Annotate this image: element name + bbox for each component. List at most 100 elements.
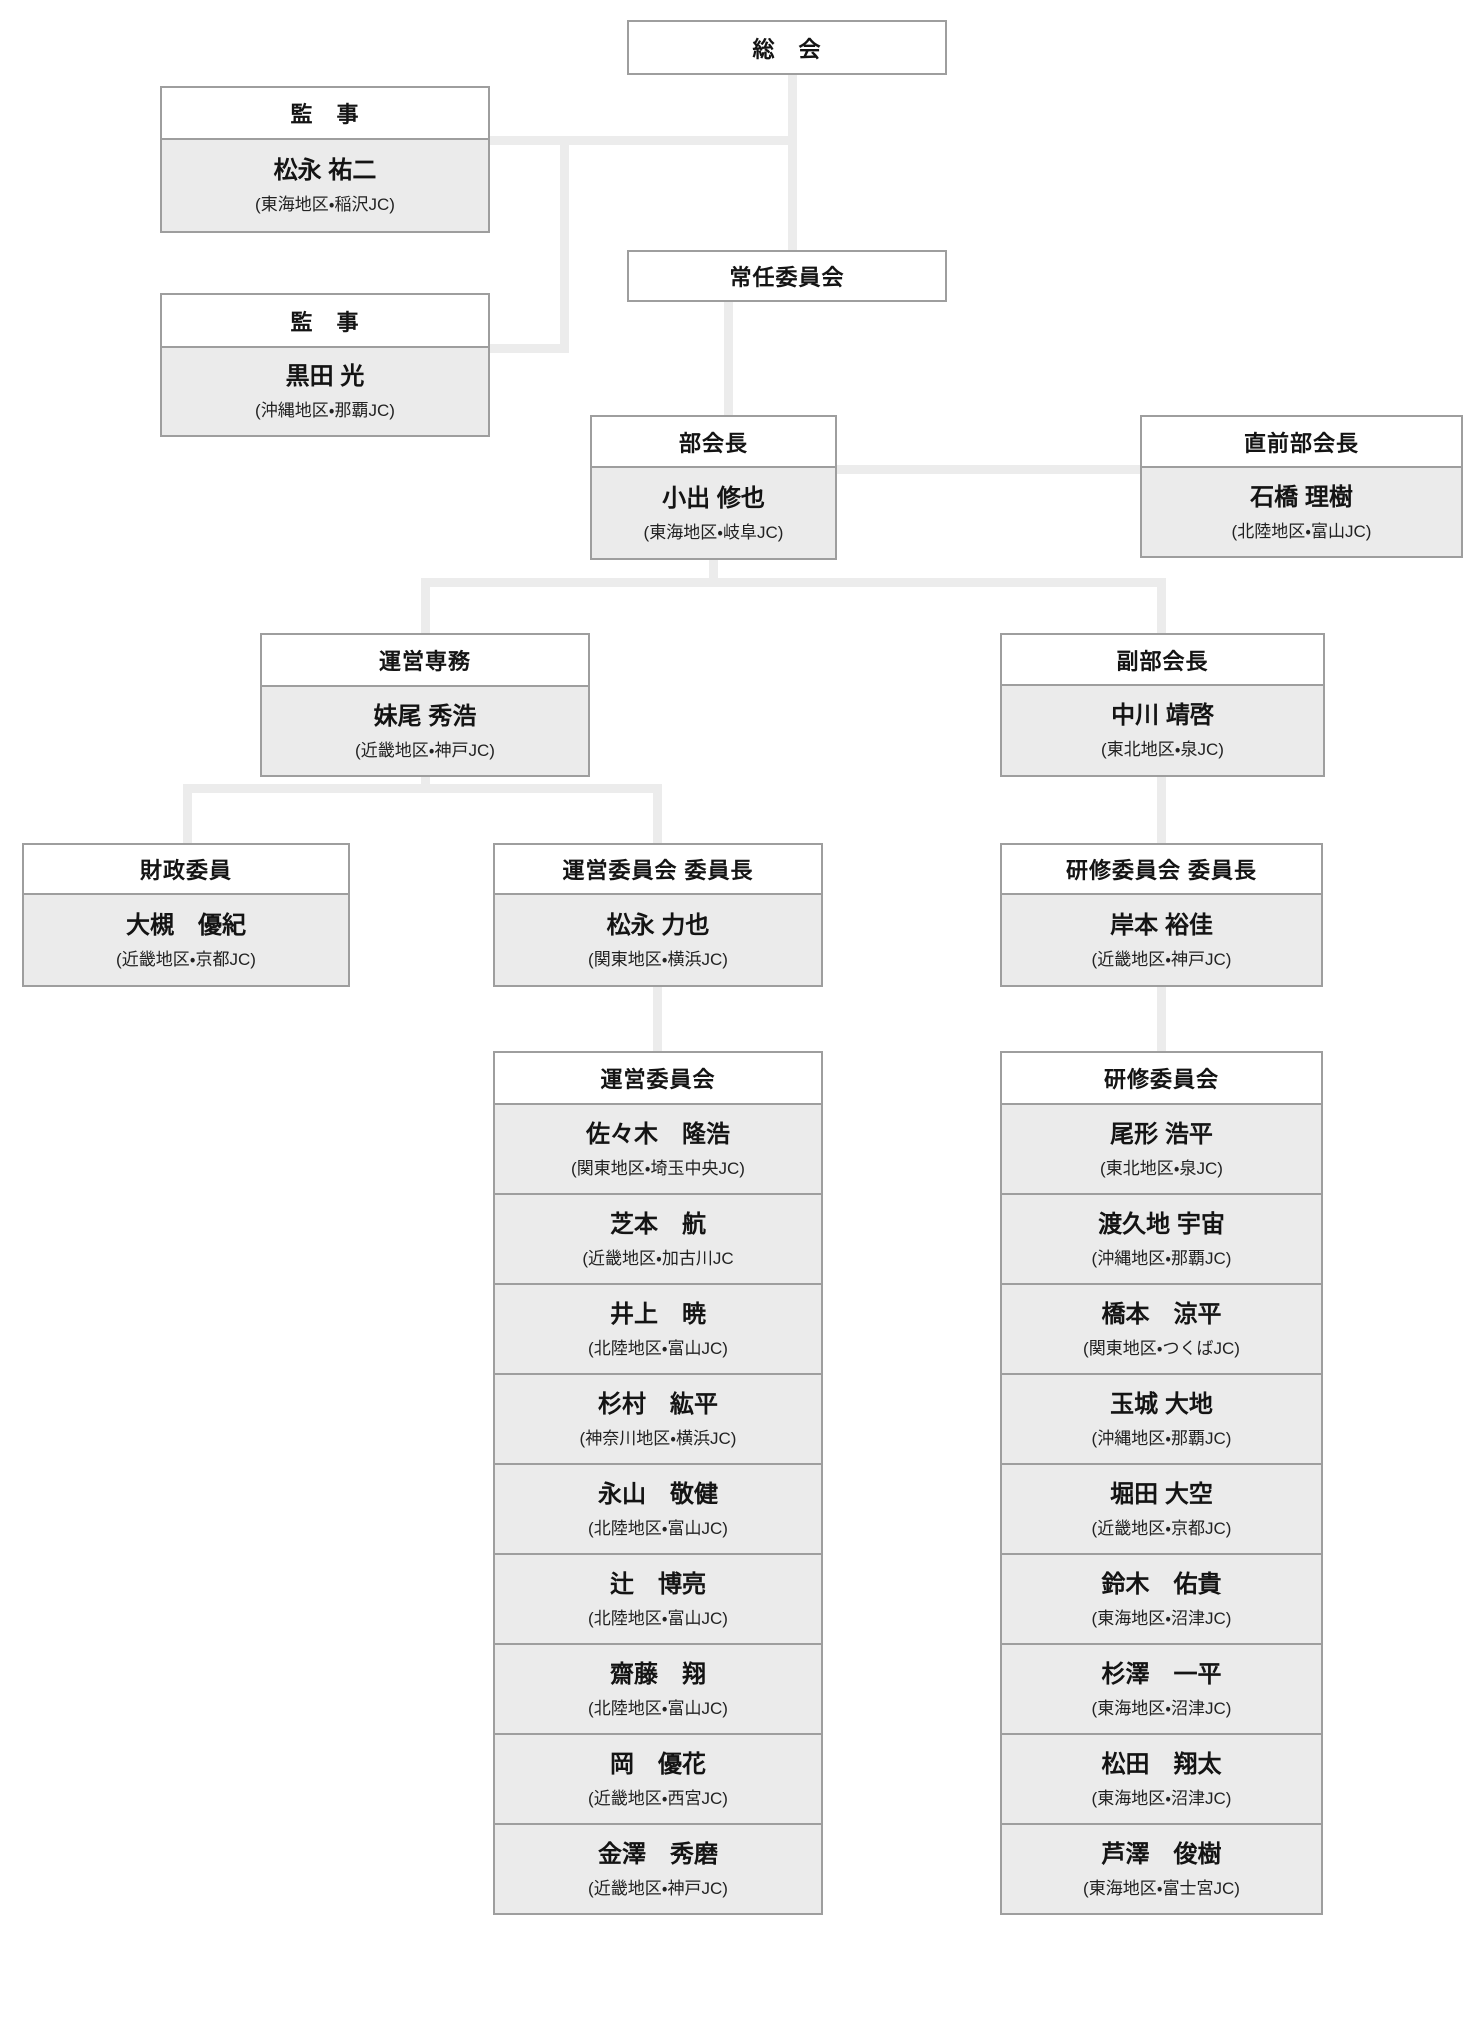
- committee-member-cell: 佐々木 隆浩 (関東地区・埼玉中央JC): [495, 1103, 821, 1193]
- connector-line: [183, 784, 662, 793]
- training-committee-list: 研修委員会 尾形 浩平 (東北地区・泉JC) 渡久地 宇宙 (沖縄地区・那覇JC…: [1000, 1051, 1323, 1915]
- committee-member-cell: 井上 暁 (北陸地区・富山JC): [495, 1283, 821, 1373]
- person-org: (沖縄地区・那覇JC): [1091, 1248, 1232, 1268]
- connector-line: [183, 784, 192, 845]
- person-org: (沖縄地区・那覇JC): [255, 401, 395, 420]
- person-name: 岸本 裕佳: [1110, 911, 1213, 939]
- node-title: 常任委員会: [629, 252, 945, 300]
- committee-member-cell: 芦澤 俊樹 (東海地区・富士宮JC): [1002, 1823, 1321, 1913]
- person-org: (近畿地区・神戸JC): [1091, 949, 1232, 969]
- person-org: (北陸地区・富山JC): [588, 1608, 728, 1628]
- person-name: 中川 靖啓: [1111, 702, 1214, 729]
- person-name: 永山 敬健: [598, 1480, 718, 1508]
- connector-line: [724, 300, 733, 417]
- person-org: (近畿地区・加古川JC: [582, 1248, 734, 1268]
- node-body: 黒田 光 (沖縄地区・那覇JC): [162, 346, 488, 435]
- connector-line: [421, 578, 430, 635]
- operations-committee-list: 運営委員会 佐々木 隆浩 (関東地区・埼玉中央JC) 芝本 航 (近畿地区・加古…: [493, 1051, 823, 1915]
- committee-member-cell: 杉澤 一平 (東海地区・沼津JC): [1002, 1643, 1321, 1733]
- connector-line: [1157, 985, 1166, 1053]
- node-title: 監 事: [162, 295, 488, 346]
- standing-committee-box: 常任委員会: [627, 250, 947, 302]
- operations-director-box: 運営専務 妹尾 秀浩 (近畿地区・神戸JC): [260, 633, 590, 777]
- node-body: 岸本 裕佳 (近畿地区・神戸JC): [1002, 893, 1321, 985]
- node-body: 大槻 優紀 (近畿地区・京都JC): [24, 893, 348, 985]
- vice-division-chair-box: 副部会長 中川 靖啓 (東北地区・泉JC): [1000, 633, 1325, 777]
- committee-member-cell: 玉城 大地 (沖縄地区・那覇JC): [1002, 1373, 1321, 1463]
- person-name: 石橋 理樹: [1250, 483, 1353, 511]
- person-org: (関東地区・横浜JC): [588, 949, 728, 969]
- person-name: 金澤 秀磨: [598, 1840, 718, 1868]
- committee-member-cell: 辻 博亮 (北陸地区・富山JC): [495, 1553, 821, 1643]
- division-chair-box: 部会長 小出 修也 (東海地区・岐阜JC): [590, 415, 837, 560]
- node-title: 総 会: [629, 22, 945, 73]
- node-body: 小出 修也 (東海地区・岐阜JC): [592, 466, 835, 558]
- person-name: 松田 翔太: [1101, 1750, 1222, 1778]
- person-name: 芝本 航: [610, 1210, 706, 1238]
- connector-line: [709, 558, 718, 587]
- person-name: 齋藤 翔: [610, 1660, 706, 1688]
- connector-line: [1157, 775, 1166, 845]
- connector-line: [490, 344, 569, 353]
- person-name: 鈴木 佑貴: [1101, 1570, 1222, 1598]
- node-body: 石橋 理樹 (北陸地区・富山JC): [1142, 466, 1461, 556]
- person-org: (東海地区・稲沢JC): [255, 195, 395, 214]
- node-title: 運営専務: [262, 635, 588, 685]
- person-name: 堀田 大空: [1110, 1480, 1213, 1508]
- person-name: 大槻 優紀: [126, 911, 246, 939]
- person-org: (近畿地区・京都JC): [116, 949, 256, 969]
- node-body: 妹尾 秀浩 (近畿地区・神戸JC): [262, 685, 588, 775]
- auditor-box-1: 監 事 松永 祐二 (東海地区・稲沢JC): [160, 86, 490, 233]
- node-title: 運営委員会: [495, 1053, 821, 1103]
- committee-member-cell: 芝本 航 (近畿地区・加古川JC: [495, 1193, 821, 1283]
- person-org: (近畿地区・京都JC): [1091, 1518, 1232, 1538]
- committee-member-cell: 松田 翔太 (東海地区・沼津JC): [1002, 1733, 1321, 1823]
- connector-line: [560, 136, 569, 353]
- person-name: 松永 力也: [606, 911, 710, 939]
- person-org: (近畿地区・神戸JC): [355, 740, 495, 760]
- connector-line: [653, 784, 662, 845]
- person-name: 佐々木 隆浩: [586, 1120, 730, 1148]
- person-name: 杉澤 一平: [1101, 1660, 1222, 1688]
- person-org: (北陸地区・富山JC): [588, 1518, 728, 1538]
- person-name: 黒田 光: [285, 363, 365, 390]
- person-name: 玉城 大地: [1110, 1390, 1213, 1418]
- person-org: (東海地区・沼津JC): [1091, 1698, 1232, 1718]
- committee-member-cell: 岡 優花 (近畿地区・西宮JC): [495, 1733, 821, 1823]
- person-org: (関東地区・つくばJC): [1083, 1338, 1240, 1358]
- person-org: (北陸地区・富山JC): [1231, 521, 1372, 541]
- committee-member-cell: 齋藤 翔 (北陸地区・富山JC): [495, 1643, 821, 1733]
- training-committee-chair-box: 研修委員会 委員長 岸本 裕佳 (近畿地区・神戸JC): [1000, 843, 1323, 987]
- node-body: 松永 祐二 (東海地区・稲沢JC): [162, 138, 488, 231]
- person-org: (近畿地区・神戸JC): [588, 1878, 728, 1898]
- committee-member-cell: 金澤 秀磨 (近畿地区・神戸JC): [495, 1823, 821, 1913]
- connector-line: [1157, 578, 1166, 635]
- person-org: (東海地区・沼津JC): [1091, 1608, 1232, 1628]
- node-title: 研修委員会 委員長: [1002, 845, 1321, 893]
- node-title: 直前部会長: [1142, 417, 1461, 466]
- node-body: 中川 靖啓 (東北地区・泉JC): [1002, 684, 1323, 775]
- connector-line: [653, 985, 662, 1053]
- person-org: (東海地区・沼津JC): [1091, 1788, 1232, 1808]
- person-org: (東海地区・岐阜JC): [643, 522, 784, 542]
- person-name: 岡 優花: [610, 1750, 706, 1778]
- person-org: (北陸地区・富山JC): [588, 1698, 728, 1718]
- person-name: 井上 暁: [610, 1300, 706, 1328]
- committee-members: 佐々木 隆浩 (関東地区・埼玉中央JC) 芝本 航 (近畿地区・加古川JC 井上…: [495, 1103, 821, 1913]
- node-title: 部会長: [592, 417, 835, 466]
- person-name: 橋本 涼平: [1101, 1300, 1222, 1328]
- node-title: 研修委員会: [1002, 1053, 1321, 1103]
- auditor-box-2: 監 事 黒田 光 (沖縄地区・那覇JC): [160, 293, 490, 437]
- committee-member-cell: 鈴木 佑貴 (東海地区・沼津JC): [1002, 1553, 1321, 1643]
- person-org: (関東地区・埼玉中央JC): [571, 1158, 745, 1178]
- person-org: (東北地区・泉JC): [1101, 740, 1224, 759]
- node-body: 松永 力也 (関東地区・横浜JC): [495, 893, 821, 985]
- node-title: 副部会長: [1002, 635, 1323, 684]
- operations-committee-chair-box: 運営委員会 委員長 松永 力也 (関東地区・横浜JC): [493, 843, 823, 987]
- person-name: 辻 博亮: [610, 1570, 706, 1598]
- person-org: (北陸地区・富山JC): [588, 1338, 728, 1358]
- person-org: (東海地区・富士宮JC): [1083, 1878, 1240, 1898]
- node-title: 監 事: [162, 88, 488, 138]
- person-org: (神奈川地区・横浜JC): [579, 1428, 737, 1448]
